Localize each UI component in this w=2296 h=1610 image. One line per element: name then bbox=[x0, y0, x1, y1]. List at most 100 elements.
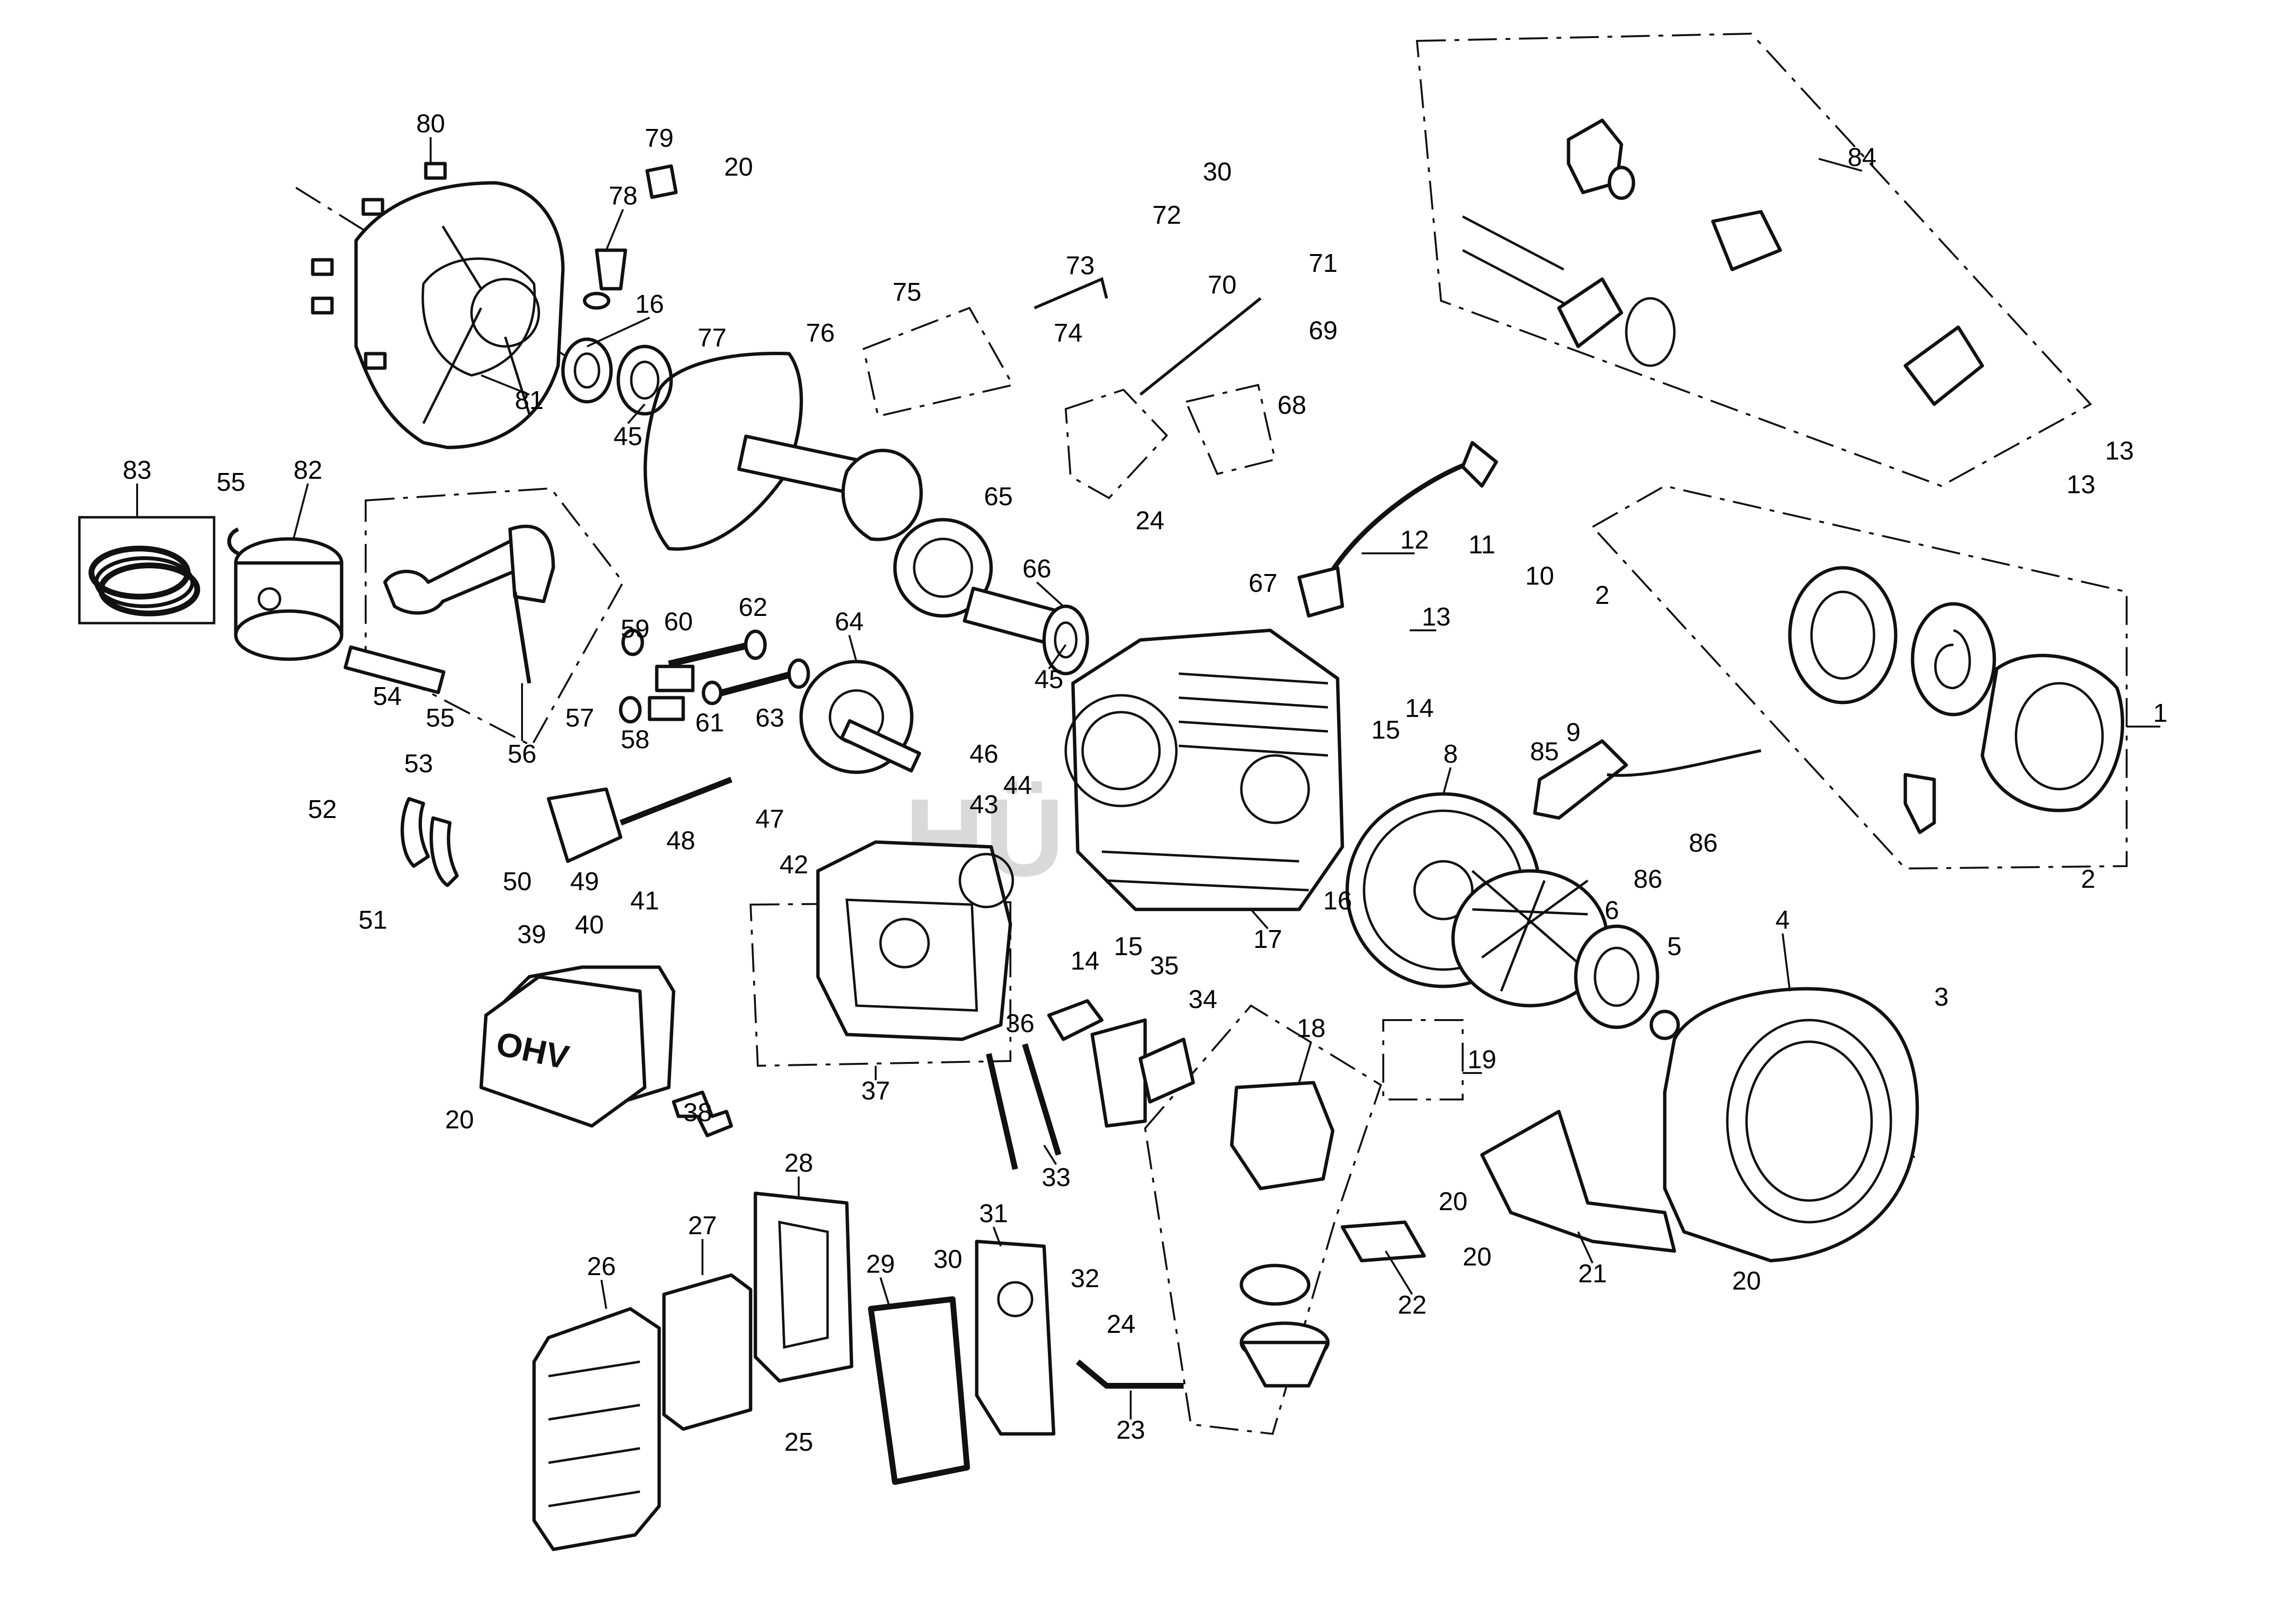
callout-54: 54 bbox=[373, 682, 402, 711]
callout-10: 10 bbox=[1525, 562, 1554, 590]
callout-59: 59 bbox=[621, 614, 650, 643]
callout-60: 60 bbox=[664, 607, 693, 636]
breather-tube bbox=[672, 1090, 733, 1137]
callout-16: 16 bbox=[1323, 886, 1352, 915]
callout-62: 62 bbox=[739, 593, 767, 622]
flywheel bbox=[1345, 792, 1609, 1008]
callout-69: 69 bbox=[1309, 316, 1338, 345]
valves bbox=[668, 629, 810, 699]
callout-80: 80 bbox=[416, 109, 445, 138]
crankcase-cover bbox=[354, 181, 565, 449]
callout-47: 47 bbox=[755, 805, 784, 833]
callout-36: 36 bbox=[1006, 1009, 1034, 1038]
callout-70: 70 bbox=[1208, 270, 1237, 299]
callout-20: 20 bbox=[1463, 1242, 1492, 1271]
valve-springs bbox=[619, 628, 723, 724]
callout-76: 76 bbox=[806, 319, 835, 347]
callout-16: 16 bbox=[635, 290, 664, 319]
callout-45: 45 bbox=[1034, 665, 1063, 694]
callout-14: 14 bbox=[1071, 946, 1099, 975]
callout-50: 50 bbox=[503, 867, 532, 896]
governor-arm-boundary bbox=[862, 307, 1015, 418]
cylinder-head bbox=[816, 840, 1014, 1041]
starter-motor bbox=[1462, 118, 1984, 406]
governor-gear-boundary bbox=[1064, 388, 1168, 499]
callout-65: 65 bbox=[984, 482, 1013, 511]
callout-39: 39 bbox=[517, 920, 546, 949]
callout-20: 20 bbox=[724, 153, 753, 181]
rocker-arms bbox=[400, 787, 623, 887]
carburetor-boundary bbox=[1144, 1004, 1382, 1435]
starter-motor-boundary bbox=[1416, 32, 2092, 487]
callout-33: 33 bbox=[1042, 1163, 1071, 1192]
callout-26: 26 bbox=[587, 1252, 616, 1281]
callout-28: 28 bbox=[784, 1149, 813, 1177]
callout-4: 4 bbox=[1775, 906, 1790, 934]
callout-46: 46 bbox=[969, 740, 998, 768]
callout-77: 77 bbox=[698, 323, 727, 352]
callout-84: 84 bbox=[1848, 143, 1876, 172]
callout-24: 24 bbox=[1107, 1310, 1135, 1339]
callout-24: 24 bbox=[1135, 506, 1164, 535]
carburetor bbox=[1230, 1081, 1335, 1388]
callout-71: 71 bbox=[1309, 249, 1338, 278]
engine-block bbox=[1064, 628, 1344, 911]
callout-34: 34 bbox=[1188, 985, 1217, 1014]
callout-14: 14 bbox=[1405, 694, 1434, 723]
callout-41: 41 bbox=[630, 886, 659, 915]
callout-19: 19 bbox=[1467, 1045, 1496, 1074]
callout-75: 75 bbox=[893, 278, 921, 307]
callout-73: 73 bbox=[1066, 251, 1095, 280]
callout-40: 40 bbox=[575, 910, 604, 939]
air-cleaner-gasket bbox=[868, 1296, 970, 1485]
callout-2: 2 bbox=[1595, 581, 1609, 610]
callout-1: 1 bbox=[2153, 699, 2168, 728]
callout-42: 42 bbox=[779, 850, 808, 879]
callout-52: 52 bbox=[308, 795, 337, 824]
callout-30: 30 bbox=[933, 1245, 962, 1274]
piston bbox=[234, 537, 344, 661]
callout-12: 12 bbox=[1400, 525, 1429, 554]
callout-27: 27 bbox=[688, 1211, 717, 1240]
air-cleaner-cover bbox=[532, 1307, 661, 1551]
crankshaft bbox=[737, 434, 1082, 652]
callout-78: 78 bbox=[609, 181, 638, 210]
air-cleaner-base bbox=[975, 1239, 1056, 1436]
callout-57: 57 bbox=[565, 703, 594, 732]
callout-56: 56 bbox=[508, 740, 536, 768]
air-filter-element bbox=[662, 1273, 753, 1431]
callout-32: 32 bbox=[1071, 1264, 1099, 1293]
callout-30: 30 bbox=[1203, 157, 1232, 186]
callout-64: 64 bbox=[835, 607, 864, 636]
callout-51: 51 bbox=[358, 906, 387, 934]
governor-link bbox=[1076, 1359, 1184, 1389]
callout-44: 44 bbox=[1003, 771, 1032, 800]
callout-22: 22 bbox=[1398, 1291, 1427, 1319]
callout-74: 74 bbox=[1054, 319, 1083, 347]
rocker-cover: OHV bbox=[479, 965, 676, 1128]
callout-29: 29 bbox=[866, 1250, 895, 1278]
callout-86: 86 bbox=[1689, 829, 1718, 857]
callout-2: 2 bbox=[2081, 865, 2095, 894]
callout-23: 23 bbox=[1116, 1416, 1145, 1444]
callout-45: 45 bbox=[613, 422, 642, 451]
oil-filler-plug bbox=[583, 164, 678, 310]
callout-5: 5 bbox=[1667, 932, 1682, 961]
piston-pin bbox=[344, 645, 446, 694]
callout-55: 55 bbox=[217, 468, 245, 497]
callout-38: 38 bbox=[683, 1098, 712, 1127]
callout-53: 53 bbox=[404, 749, 433, 778]
push-rods bbox=[619, 777, 1061, 1170]
piston-ring-box bbox=[78, 516, 216, 625]
callout-3: 3 bbox=[1934, 983, 1949, 1011]
callout-82: 82 bbox=[293, 456, 322, 485]
callout-11: 11 bbox=[1468, 530, 1495, 559]
crankcase-bolts bbox=[311, 162, 447, 370]
callout-61: 61 bbox=[695, 708, 724, 737]
callout-49: 49 bbox=[570, 867, 599, 896]
callout-37: 37 bbox=[861, 1076, 890, 1105]
callout-68: 68 bbox=[1277, 391, 1306, 420]
piston-clip bbox=[227, 527, 239, 555]
callout-leaders bbox=[136, 137, 2160, 1419]
recoil-starter-boundary bbox=[1591, 485, 2128, 870]
